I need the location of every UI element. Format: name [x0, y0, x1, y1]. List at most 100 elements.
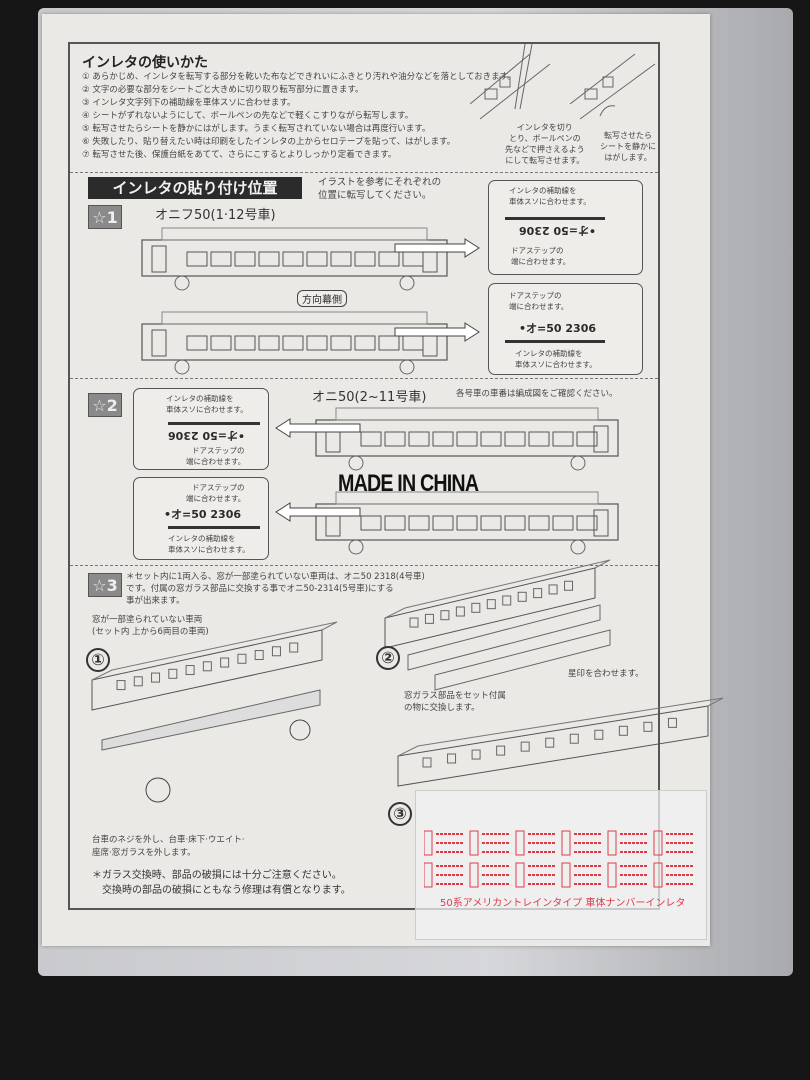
guide-text: インレタの補助線を [168, 534, 236, 543]
glass-note: の物に交換します。 [404, 703, 480, 713]
arrow-icon [275, 502, 361, 522]
guide-text: ドアステップの [192, 483, 245, 492]
position-title: インレタの貼り付け位置 [88, 177, 302, 199]
car-roof [335, 407, 599, 421]
sheet-frame [68, 42, 660, 910]
iso-window [496, 745, 506, 756]
step1-label: 窓が一部塗られていない車両 [92, 615, 203, 625]
iso-window [409, 617, 419, 628]
car-window [552, 431, 574, 447]
car-roof [335, 491, 599, 505]
divider [70, 565, 658, 566]
illus-caption: はがします。 [604, 153, 652, 162]
car-window [456, 431, 478, 447]
decal-car-tag [607, 830, 617, 856]
illus-caption: インレタを切り [516, 123, 573, 132]
guide-text: インレタの補助線を [509, 186, 577, 195]
car-window [456, 515, 478, 531]
illus-caption: 転写させたら [604, 131, 652, 140]
direction-label: 方向幕側 [297, 290, 347, 307]
car-window [528, 515, 550, 531]
car-window [360, 515, 382, 531]
usage-illustration [470, 44, 656, 120]
bogie-icon [289, 719, 311, 741]
iso-window [185, 665, 195, 676]
car-window [360, 431, 382, 447]
car-window [480, 431, 502, 447]
iso-window [502, 595, 512, 606]
iso-window [533, 588, 543, 599]
iso-window [471, 602, 481, 613]
iso-window [520, 741, 530, 752]
iso-window [202, 661, 212, 672]
car-title-2: オニ50(2~11号車) [312, 390, 427, 405]
divider [70, 172, 658, 173]
guide-text: 端に合わせます。 [186, 494, 246, 503]
iso-window [254, 650, 264, 661]
car-window [576, 431, 598, 447]
iso-window [667, 717, 677, 728]
car-window [234, 335, 256, 351]
section3-text: ＊セット内に1両入る、窓が一部塗られていない車両は、オニ50 2318(4号車) [126, 572, 425, 582]
iso-window [486, 599, 496, 610]
section3-text: 事が出来ます。 [126, 596, 185, 606]
usage-step: ⑤ 転写させたらシートを静かにはがします。うまく転写されていない場合は再度行いま… [82, 124, 431, 134]
car-window [330, 335, 352, 351]
remove-note: 座席·窓ガラスを外します。 [92, 848, 196, 858]
iso-window [545, 737, 555, 748]
decal-guide-box-a: インレタの補助線を 車体スソに合わせます。 •オ=50 2306 ドアステップの… [488, 180, 643, 275]
car-window [432, 431, 454, 447]
iso-window [133, 676, 143, 687]
guide-text: 車体スソに合わせます。 [166, 405, 248, 414]
car-window [258, 251, 280, 267]
illus-caption: 先などで押さえるよう [505, 145, 585, 154]
iso-car-roof [397, 697, 724, 757]
guide-number: •オ=50 2306 [168, 429, 245, 442]
decal-car-tag [469, 830, 479, 856]
bogie-wheel [174, 275, 190, 291]
guide-text: 端に合わせます。 [511, 257, 571, 266]
car-door [593, 509, 609, 537]
guide-text: インレタの補助線を [515, 349, 583, 358]
iso-window [643, 721, 653, 732]
iso-window [220, 657, 230, 668]
divider [70, 378, 658, 379]
iso-window [151, 672, 161, 683]
iso-window [289, 642, 299, 653]
iso-car-body [384, 567, 596, 649]
iso-window [440, 610, 450, 621]
guide-number: •オ=50 2306 [164, 508, 241, 521]
illus-caption: シートを静かに [600, 142, 656, 151]
decal-car-tag [515, 862, 525, 888]
decal-car-tag [653, 830, 663, 856]
section-badge-1: ☆1 [88, 205, 122, 229]
car-roof [161, 227, 428, 241]
guide-text: ドアステップの [509, 291, 562, 300]
car-window [384, 431, 406, 447]
arrow-icon [394, 322, 480, 342]
decal-sheet: 50系アメリカントレインタイプ 車体ナンバーインレタ [415, 790, 707, 940]
decal-car-tag [561, 862, 571, 888]
arrow-icon [394, 238, 480, 258]
star-note: 星印を合わせます。 [568, 669, 644, 679]
car-window [306, 251, 328, 267]
car-window [354, 335, 376, 351]
car-window [282, 251, 304, 267]
iso-car-roof [91, 621, 338, 681]
step-number-3: ③ [388, 802, 412, 826]
usage-step: ② 文字の必要な部分をシートごと大きめに切り取り転写部分に置きます。 [82, 85, 364, 95]
iso-window [618, 725, 628, 736]
car-window [330, 251, 352, 267]
step-number-1: ① [86, 648, 110, 672]
car-window [258, 335, 280, 351]
iso-car-body [397, 705, 709, 787]
car-number-note: 各号車の車番は編成図をご確認ください。 [456, 389, 618, 399]
glass-part [407, 604, 601, 671]
car-window [306, 335, 328, 351]
floor-part [101, 689, 321, 751]
iso-window [471, 749, 481, 760]
iso-window [422, 757, 432, 768]
iso-window [271, 646, 281, 657]
iso-car-roof [384, 559, 611, 619]
